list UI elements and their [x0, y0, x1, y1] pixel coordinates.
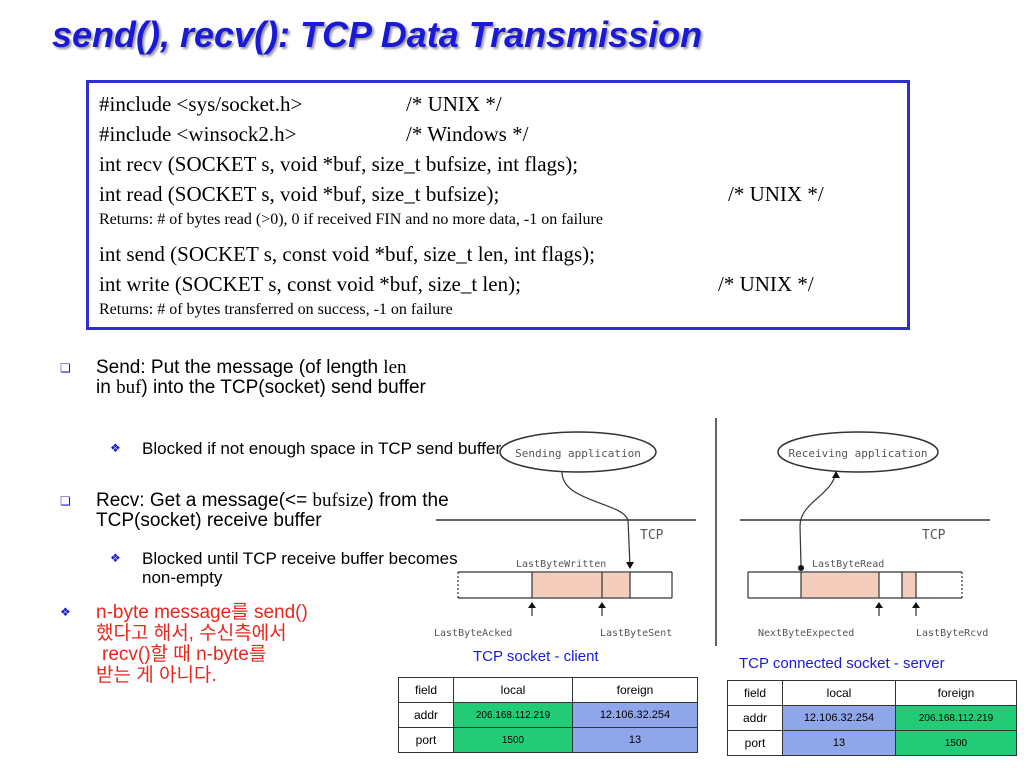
last-byte-acked-label: LastByteAcked: [434, 628, 512, 639]
code-text: int send (SOCKET s, const void *buf, siz…: [99, 242, 595, 266]
header-cell: local: [453, 677, 573, 703]
header-cell: foreign: [572, 677, 698, 703]
client-socket-table: field local foreign addr 206.168.112.219…: [398, 677, 698, 753]
table-cell: 206.168.112.219: [453, 702, 573, 728]
next-byte-expected-label: NextByteExpected: [758, 628, 854, 639]
server-caption: TCP connected socket - server: [739, 655, 945, 672]
table-header-row: field local foreign: [398, 677, 698, 703]
recv-buffer-fill: [801, 573, 879, 597]
note-line: recv()할 때 n-byte를: [102, 644, 267, 665]
last-byte-sent-label: LastByteSent: [600, 628, 672, 639]
bullet-text: in: [96, 377, 117, 398]
code-line: int send (SOCKET s, const void *buf, siz…: [99, 239, 907, 269]
code-box: #include <sys/socket.h> /* UNIX */ #inclu…: [86, 80, 910, 330]
client-caption: TCP socket - client: [473, 648, 599, 665]
tcp-label-left: TCP: [640, 528, 664, 543]
table-row: addr 12.106.32.254 206.168.112.219: [727, 705, 1017, 731]
code-comment: /* UNIX */: [406, 92, 502, 116]
header-cell: foreign: [895, 680, 1017, 706]
code-comment: /* Windows */: [406, 122, 529, 146]
receiving-app-label: Receiving application: [788, 447, 927, 460]
recv-buffer-fill: [902, 573, 916, 597]
code-text: #include <winsock2.h>: [99, 122, 297, 146]
table-cell: 206.168.112.219: [895, 705, 1017, 731]
send-arrow: [561, 471, 631, 567]
table-header-row: field local foreign: [727, 680, 1017, 706]
diamond-bullet-icon: ❖: [110, 551, 121, 565]
code-term: buf: [116, 377, 142, 398]
table-cell: 1500: [453, 727, 573, 753]
tcp-label-right: TCP: [922, 528, 946, 543]
square-bullet-icon: ❏: [60, 494, 71, 508]
code-line: #include <sys/socket.h> /* UNIX */: [99, 89, 907, 119]
bullet-text: ) from the TCP(socket) receive buffer: [96, 490, 449, 531]
arrow-head: [875, 602, 883, 608]
table-cell: 13: [782, 730, 896, 756]
send-buffer-fill: [532, 573, 630, 597]
header-cell: field: [727, 680, 783, 706]
arrow-head: [528, 602, 536, 608]
receiving-application-bubble: [777, 431, 939, 473]
table-cell: 13: [572, 727, 698, 753]
last-byte-rcvd-label: LastByteRcvd: [916, 628, 988, 639]
table-cell: 12.106.32.254: [572, 702, 698, 728]
arrow-head: [912, 602, 920, 608]
code-comment: /* UNIX */: [718, 272, 814, 296]
code-comment: /* UNIX */: [728, 182, 824, 206]
table-cell: addr: [727, 705, 783, 731]
bullet-text: Recv: Get a message(<=: [96, 490, 313, 511]
code-text: #include <sys/socket.h>: [99, 92, 303, 116]
table-cell: 12.106.32.254: [782, 705, 896, 731]
square-bullet-icon: ❏: [60, 361, 71, 375]
code-term: len: [383, 357, 407, 378]
code-text: int recv (SOCKET s, void *buf, size_t bu…: [99, 152, 579, 176]
table-cell: port: [727, 730, 783, 756]
last-byte-written-label: LastByteWritten: [516, 559, 606, 570]
server-socket-table: field local foreign addr 12.106.32.254 2…: [727, 680, 1017, 756]
returns-note: Returns: # of bytes read (>0), 0 if rece…: [99, 211, 603, 228]
last-byte-read-label: LastByteRead: [812, 559, 884, 570]
code-text: int read (SOCKET s, void *buf, size_t bu…: [99, 182, 500, 206]
note-line: 했다고 해서, 수신측에서: [96, 623, 287, 644]
bullet-text: Send: Put the message (of length: [96, 357, 384, 378]
page-title: send(), recv(): TCP Data Transmission: [52, 14, 703, 55]
table-row: port 13 1500: [727, 730, 1017, 756]
sending-application-bubble: [499, 431, 657, 473]
bullet-text: Blocked until TCP receive buffer becomes…: [142, 549, 458, 587]
code-line: int read (SOCKET s, void *buf, size_t bu…: [99, 179, 907, 209]
note-line: n-byte message를 send(): [96, 602, 308, 623]
bullet-text: ) into the TCP(socket) send buffer: [141, 377, 426, 398]
code-line: int write (SOCKET s, const void *buf, si…: [99, 269, 907, 299]
table-row: addr 206.168.112.219 12.106.32.254: [398, 702, 698, 728]
arrow-head: [832, 471, 840, 478]
code-line: int recv (SOCKET s, void *buf, size_t bu…: [99, 149, 907, 179]
table-row: port 1500 13: [398, 727, 698, 753]
sending-app-label: Sending application: [515, 447, 641, 460]
tcp-buffer-diagram: Sending application TCP LastByteWritten …: [434, 418, 990, 646]
code-line: #include <winsock2.h> /* Windows */: [99, 119, 907, 149]
arrow-head: [626, 562, 634, 569]
code-term: bufsize: [312, 490, 368, 511]
table-cell: addr: [398, 702, 454, 728]
diamond-bullet-icon: ❖: [60, 605, 71, 619]
returns-note: Returns: # of bytes transferred on succe…: [99, 301, 453, 318]
code-text: int write (SOCKET s, const void *buf, si…: [99, 272, 521, 296]
recv-arrow: [799, 471, 837, 567]
diamond-bullet-icon: ❖: [110, 441, 121, 455]
bullet-text: Blocked if not enough space in TCP send …: [142, 439, 502, 458]
note-line: 받는 게 아니다.: [96, 665, 217, 686]
header-cell: local: [782, 680, 896, 706]
arrow-head: [598, 602, 606, 608]
table-cell: 1500: [895, 730, 1017, 756]
table-cell: port: [398, 727, 454, 753]
header-cell: field: [398, 677, 454, 703]
